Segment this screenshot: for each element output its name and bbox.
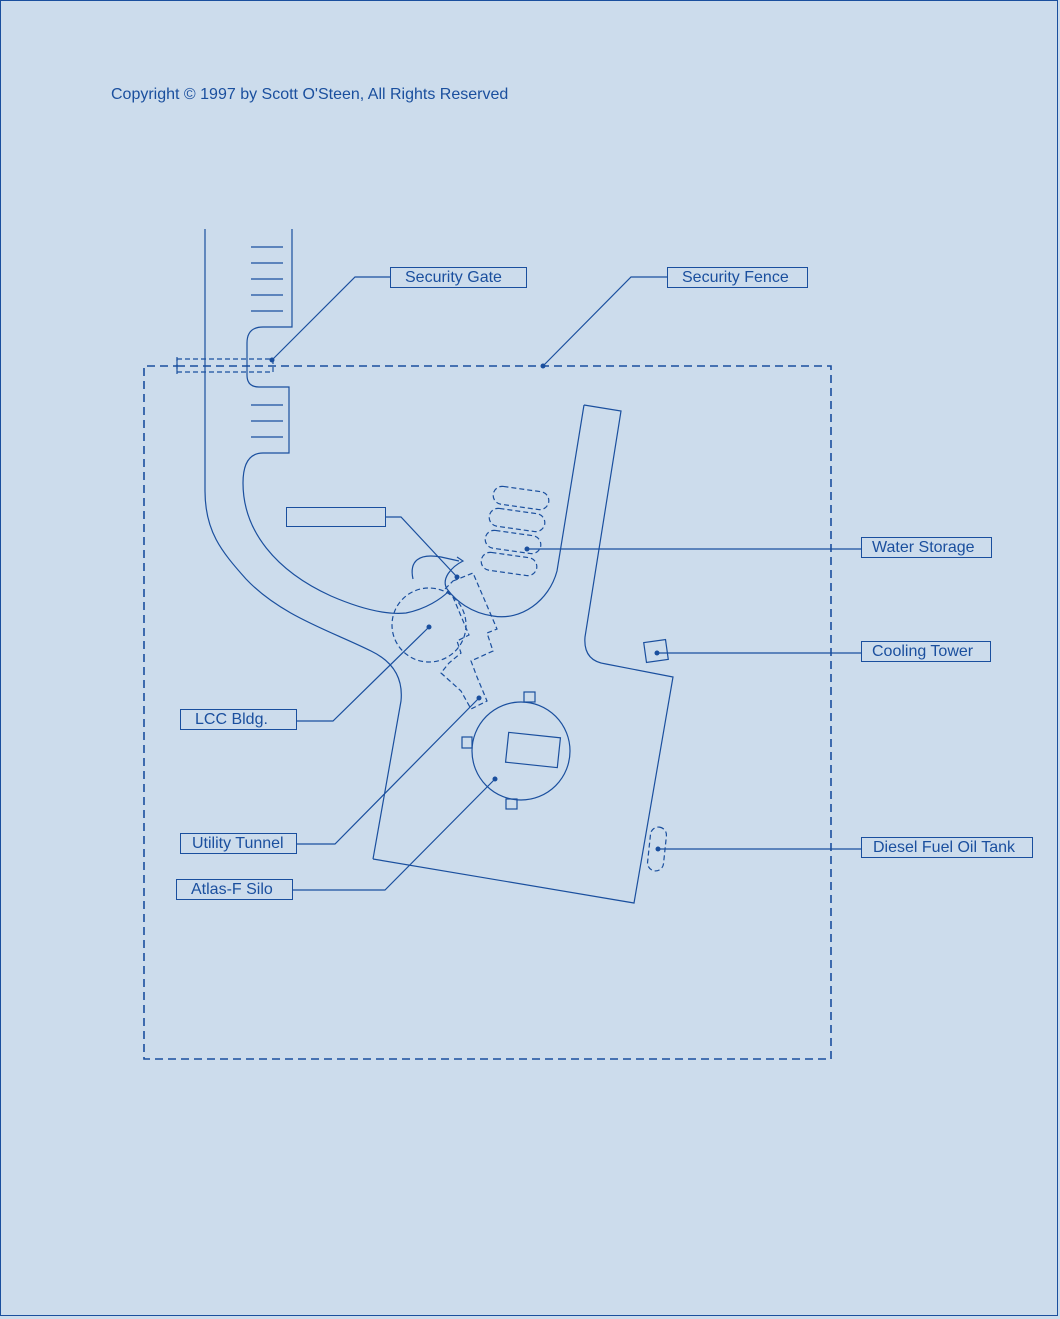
parking-stripes (251, 246, 283, 438)
lcc-building-shape (391, 587, 467, 663)
access-road-left-edge (204, 229, 402, 860)
utility-tunnel-shape (440, 572, 498, 710)
label-atlas-f-silo: Atlas-F Silo (176, 879, 293, 900)
label-security-gate: Security Gate (390, 267, 527, 288)
label-security-fence: Security Fence (667, 267, 808, 288)
label-diesel-fuel-oil-tank: Diesel Fuel Oil Tank (861, 837, 1033, 858)
label-utility-tunnel: Utility Tunnel (180, 833, 297, 854)
launch-pad-outline (372, 404, 674, 904)
water-storage-tanks (480, 485, 550, 577)
leader-dots (269, 357, 661, 852)
cooling-tower-shape (643, 638, 669, 664)
label-cooling-tower: Cooling Tower (861, 641, 991, 662)
label-unnamed-box (286, 507, 386, 527)
pad-arm (444, 404, 585, 618)
copyright-text: Copyright © 1997 by Scott O'Steen, All R… (111, 86, 509, 103)
leader-lines (271, 276, 862, 891)
access-road-right-edge (242, 229, 450, 614)
atlas-silo-shape (471, 701, 571, 801)
label-lcc-bldg: LCC Bldg. (180, 709, 297, 730)
diesel-tank-shape (646, 826, 668, 872)
security-fence-line (143, 365, 832, 1060)
label-water-storage: Water Storage (861, 537, 992, 558)
